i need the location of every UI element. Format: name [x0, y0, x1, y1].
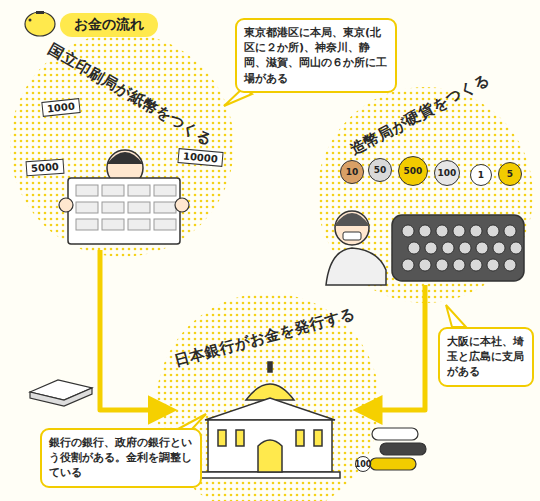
coin-label: 1 — [470, 164, 492, 186]
rotated-heading: 国立印刷局が紙幣をつくる — [45, 40, 216, 149]
coin-label: 100 — [355, 456, 371, 472]
dot-ground — [10, 33, 234, 257]
callout-box: 銀行の銀行、政府の銀行という役割がある。金利を調整している — [40, 428, 202, 488]
coin-label: 5 — [498, 162, 522, 186]
rotated-heading: 造幣局が硬貨をつくる — [347, 70, 493, 160]
piggy-icon — [25, 11, 55, 36]
coin-label: 500 — [398, 156, 428, 186]
callout-box: 東京都港区に本局、東京(北区に２か所)、神奈川、静岡、滋賀、岡山の６か所に工場が… — [235, 18, 397, 93]
callout-tail — [446, 305, 466, 327]
bill-label: 5000 — [26, 159, 65, 177]
callout-text: 大阪に本社、埼玉と広島に支局がある — [447, 334, 525, 380]
coin-rolls — [370, 428, 426, 470]
coin-label: 10 — [340, 160, 364, 184]
printer-worker — [59, 150, 189, 244]
callout-text: 銀行の銀行、政府の銀行という役割がある。金利を調整している — [49, 435, 193, 481]
flow-arrow — [100, 250, 170, 410]
rotated-heading: 日本銀行がお金を発行する — [173, 305, 358, 371]
bank-building — [200, 362, 340, 478]
printing-bureau: 国立印刷局が紙幣をつくる — [20, 40, 230, 250]
flow-arrow — [360, 285, 425, 410]
callout-text: 東京都港区に本局、東京(北区に２か所)、神奈川、静岡、滋賀、岡山の６か所に工場が… — [244, 25, 388, 86]
mint-worker — [326, 211, 524, 285]
coin-label: 100 — [434, 160, 460, 186]
callout-tail — [178, 414, 206, 429]
coin-label: 50 — [368, 158, 392, 182]
bill-stack — [30, 380, 92, 406]
title-tag: お金の流れ — [60, 13, 158, 37]
callout-box: 大阪に本社、埼玉と広島に支局がある — [438, 327, 534, 387]
